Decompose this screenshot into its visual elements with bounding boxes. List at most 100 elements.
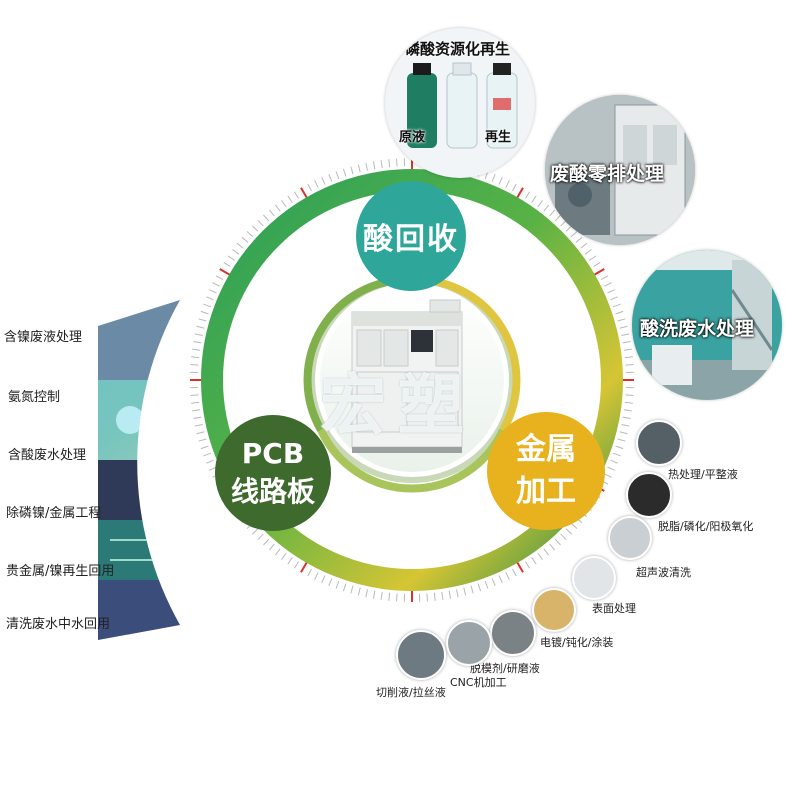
- minor-tick: [612, 303, 621, 308]
- minor-tick: [470, 585, 474, 594]
- minor-tick: [198, 318, 207, 322]
- minor-tick: [365, 162, 368, 171]
- hub-acid-label: 酸回收: [363, 222, 459, 257]
- major-tick: [516, 561, 524, 573]
- minor-tick: [593, 261, 601, 268]
- minor-tick: [619, 431, 628, 435]
- minor-tick: [575, 236, 583, 243]
- right-thumb-7: [446, 620, 492, 666]
- phosphoric-title: 磷酸资源化再生: [405, 40, 511, 58]
- minor-tick: [307, 568, 312, 577]
- left-item-4: 除磷镍/金属工程: [6, 506, 102, 521]
- minor-tick: [610, 459, 619, 464]
- right-thumb-4: [572, 556, 616, 600]
- minor-tick: [192, 348, 201, 351]
- hub-pcb-label-line2: 线路板: [230, 475, 315, 508]
- minor-tick: [615, 445, 624, 450]
- minor-tick: [342, 583, 347, 592]
- minor-tick: [314, 180, 319, 188]
- minor-tick: [208, 289, 217, 294]
- minor-tick: [205, 459, 214, 464]
- minor-tick: [491, 578, 496, 587]
- minor-tick: [251, 225, 259, 232]
- minor-tick: [543, 548, 550, 556]
- minor-tick: [268, 543, 275, 551]
- minor-tick: [263, 538, 270, 546]
- hub-metal-label-line1: 金属: [516, 432, 576, 467]
- minor-tick: [293, 561, 300, 569]
- minor-tick: [350, 585, 354, 594]
- minor-tick: [426, 593, 428, 602]
- minor-tick: [281, 200, 287, 208]
- minor-tick: [570, 231, 578, 238]
- minor-tick: [328, 173, 333, 182]
- minor-tick: [200, 445, 209, 450]
- right-item-6: 脱模剂/研磨液: [470, 662, 540, 675]
- minor-tick: [537, 552, 543, 560]
- right-thumb-2: [626, 472, 672, 518]
- right-item-1: 热处理/平整液: [668, 468, 738, 481]
- minor-tick: [623, 409, 632, 412]
- hub-acid-recovery[interactable]: 酸回收: [356, 181, 466, 291]
- right-item-7: CNC机加工: [450, 676, 507, 689]
- minor-tick: [621, 424, 630, 427]
- minor-tick: [604, 473, 612, 478]
- minor-tick: [554, 214, 561, 222]
- minor-tick: [463, 587, 467, 596]
- minor-tick: [524, 191, 531, 199]
- minor-tick: [212, 282, 220, 287]
- waste-acid-zero-label: 废酸零排处理: [550, 163, 665, 185]
- minor-tick: [274, 204, 281, 212]
- minor-tick: [498, 176, 503, 185]
- right-thumb-6: [490, 610, 536, 656]
- minor-tick: [268, 209, 275, 217]
- minor-tick: [491, 173, 496, 182]
- minor-tick: [342, 168, 347, 177]
- minor-tick: [191, 356, 200, 359]
- minor-tick: [314, 572, 319, 580]
- minor-tick: [203, 303, 212, 308]
- minor-tick: [194, 333, 203, 336]
- minor-tick: [307, 183, 312, 192]
- right-item-4: 表面处理: [592, 602, 636, 615]
- minor-tick: [293, 191, 300, 199]
- minor-tick: [380, 591, 383, 600]
- minor-tick: [192, 409, 201, 412]
- major-tick: [300, 187, 308, 199]
- left-photo-arc: [98, 300, 180, 640]
- minor-tick: [617, 318, 626, 322]
- minor-tick: [537, 200, 543, 208]
- minor-tick: [612, 452, 621, 457]
- right-thumb-1: [636, 420, 682, 466]
- right-item-8: 切削液/拉丝液: [376, 686, 446, 699]
- minor-tick: [236, 242, 244, 249]
- major-tick: [219, 268, 231, 276]
- hub-metal-processing[interactable]: 金属 加工: [487, 412, 605, 530]
- hub-pcb[interactable]: PCB 线路板: [215, 415, 331, 531]
- minor-tick: [484, 580, 489, 589]
- minor-tick: [274, 548, 281, 556]
- bottles-illustration: [407, 62, 518, 149]
- minor-tick: [560, 533, 567, 541]
- minor-tick: [624, 401, 633, 404]
- minor-tick: [215, 275, 224, 280]
- minor-tick: [335, 171, 340, 180]
- right-item-5: 电镀/钝化/涂装: [540, 636, 614, 649]
- minor-tick: [251, 528, 259, 535]
- minor-tick: [241, 236, 249, 243]
- minor-tick: [193, 416, 202, 420]
- minor-tick: [335, 580, 340, 589]
- minor-tick: [505, 572, 510, 580]
- minor-tick: [203, 452, 212, 457]
- minor-tick: [448, 590, 452, 599]
- minor-tick: [321, 176, 326, 185]
- inner-arc-bottom: [317, 428, 507, 493]
- waste-acid-zero-photo: 废酸零排处理: [545, 95, 695, 245]
- minor-tick: [543, 204, 550, 212]
- minor-tick: [227, 255, 235, 261]
- left-item-2: 氨氮控制: [8, 390, 61, 405]
- minor-tick: [615, 310, 624, 315]
- minor-tick: [196, 325, 205, 329]
- minor-tick: [607, 466, 616, 471]
- minor-tick: [607, 289, 616, 294]
